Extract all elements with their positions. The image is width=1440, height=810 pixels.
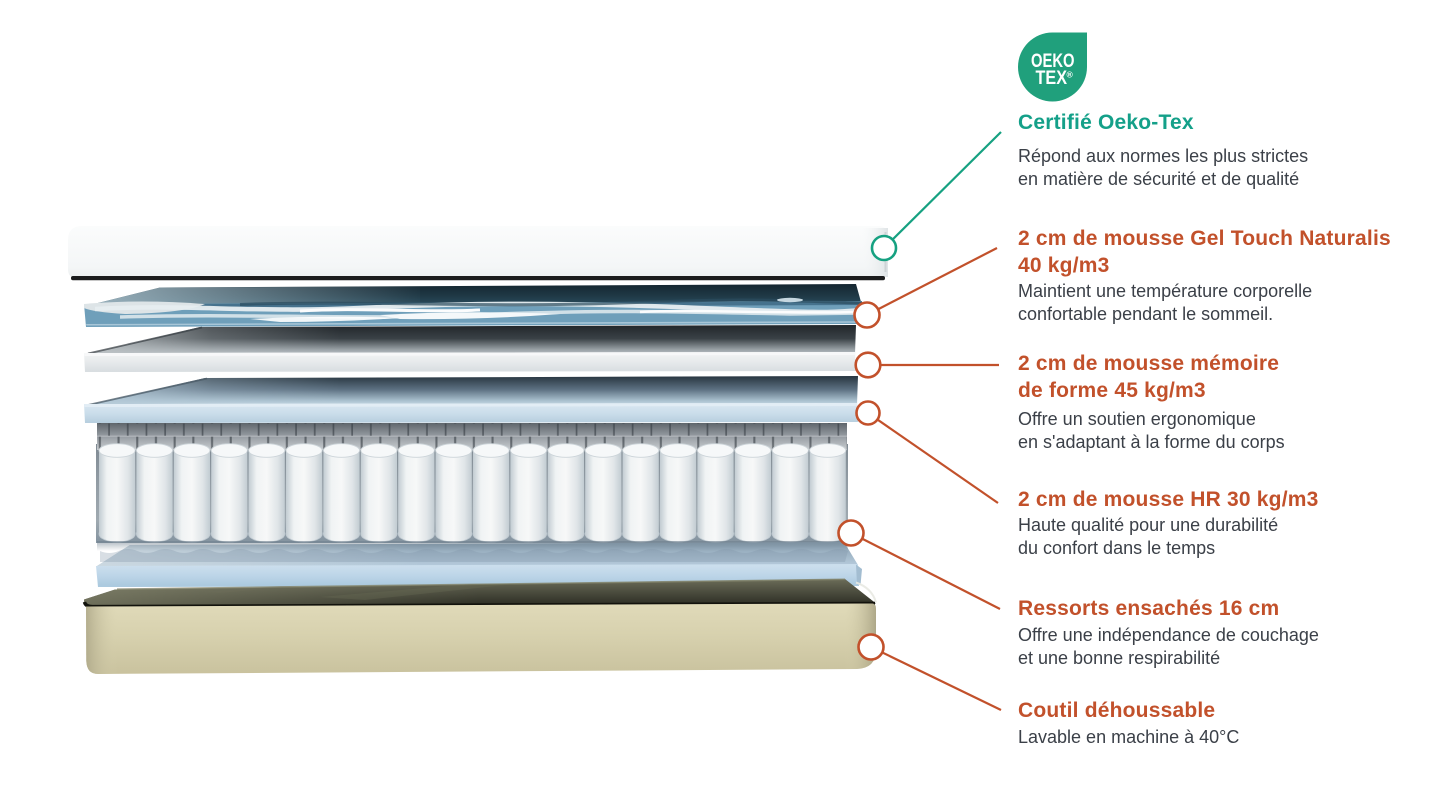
- svg-text:OEKO: OEKO: [1031, 50, 1075, 72]
- svg-text:®: ®: [1067, 70, 1074, 80]
- svg-text:TEX: TEX: [1036, 67, 1068, 89]
